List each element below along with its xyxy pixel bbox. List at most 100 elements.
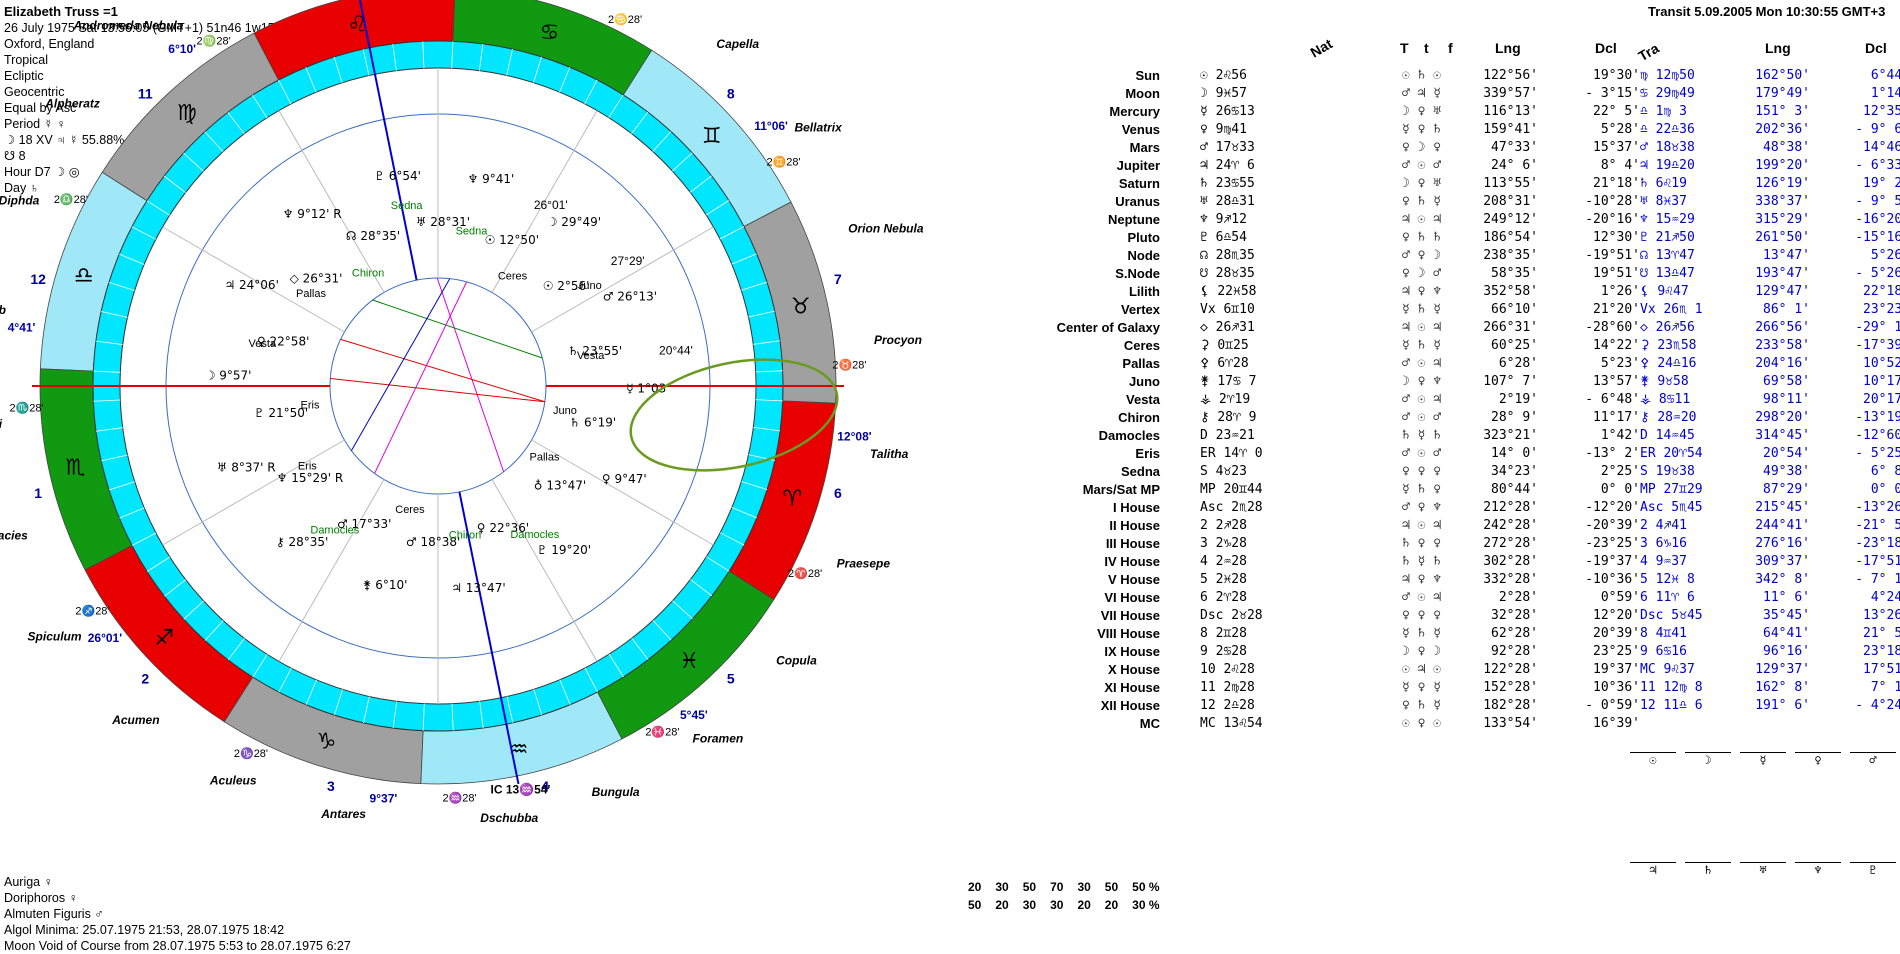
dignity-cell: ♃ [1630, 862, 1676, 877]
row-transit-lng: 69°58' [1763, 374, 1810, 389]
row-natal: ER 14♈ 0 [1200, 446, 1263, 461]
fixed-star-label: Copula [776, 653, 817, 667]
row-transit-dcl: 22°18' [1863, 284, 1900, 299]
row-rulers: ♀ ♀ ♀ [1402, 464, 1442, 479]
stat-value: 50 [968, 898, 982, 912]
row-natal: ☊ 28♏35 [1200, 248, 1255, 263]
ring-tick [305, 67, 317, 93]
ring-tick [506, 696, 514, 723]
row-rulers: ♀ ♄ ☿ [1402, 194, 1442, 209]
ring-tick [705, 200, 730, 216]
row-dcl: - 0°59' [1585, 698, 1640, 713]
row-name: Pallas [1122, 356, 1160, 371]
row-transit: ⚵ 9♉58 [1640, 374, 1689, 389]
sign-glyph: ♊ [702, 124, 722, 149]
ring-tick [93, 399, 121, 402]
row-transit-dcl: - 9° 5' [1855, 194, 1900, 209]
natal-planet-label: ♆ 9°41' [468, 172, 515, 186]
row-lng: 159°41' [1483, 122, 1538, 137]
row-lng: 323°21' [1483, 428, 1538, 443]
fixed-star-label: Facies [0, 529, 28, 543]
col-t2-header: t [1424, 40, 1429, 56]
row-lng: 186°54' [1483, 230, 1538, 245]
row-lng: 32°28' [1491, 608, 1538, 623]
row-dcl: 5°28' [1600, 122, 1640, 137]
row-name: MC [1139, 716, 1160, 731]
row-name: Lilith [1128, 284, 1160, 299]
row-lng: 266°31' [1483, 320, 1538, 335]
ring-tick [164, 579, 187, 597]
ring-tick [278, 667, 292, 693]
row-rulers: ☽ ♀ ♅ [1402, 104, 1442, 119]
stat-value: 20 [995, 898, 1009, 912]
row-rulers: ♃ ☉ ♃ [1402, 320, 1442, 335]
aspect-line [372, 299, 543, 359]
mc-axis [358, 0, 418, 281]
row-natal: ☉ 2♌56 [1200, 68, 1247, 83]
house-cusp-line [491, 479, 598, 662]
natal-planet-label: ♅ 8°37' R [217, 460, 276, 474]
row-natal: ⚴ 6♈28 [1200, 356, 1249, 371]
stat-value: 20 [968, 880, 982, 894]
row-natal: ♃ 24♈ 6 [1200, 158, 1255, 173]
row-transit-lng: 199°20' [1755, 158, 1810, 173]
row-transit-lng: 64°41' [1763, 626, 1810, 641]
house-number: 3 [327, 778, 335, 794]
row-transit-dcl: 21° 5' [1863, 626, 1900, 641]
row-transit-lng: 48°38' [1763, 140, 1810, 155]
row-transit-lng: 266°56' [1755, 320, 1810, 335]
aspect-degree-label: 27°29' [611, 254, 645, 268]
house-cusp-label: 2♐28' [75, 604, 109, 617]
row-lng: 107° 7' [1483, 374, 1538, 389]
natal-planet-label: ☽ 29°49' [547, 215, 601, 229]
day-line: Day ♄ [4, 181, 40, 195]
fixed-star-label: Orion Nebula [848, 221, 924, 235]
chart-wheel[interactable]: ♈♉♊♋♌♍♎♏♐♑♒♓12♏28'22♐28'32♑28'42♒28'52♓2… [0, 0, 1000, 952]
row-natal: ♄ 23♋55 [1200, 176, 1255, 191]
dignity-cell: ♄ [1685, 862, 1731, 877]
row-transit: 9 6♋16 [1640, 644, 1687, 659]
row-dcl: 22° 5' [1593, 104, 1640, 119]
row-transit: 4 9♒37 [1640, 554, 1687, 569]
ring-tick [227, 112, 245, 135]
row-dcl: 19°37' [1593, 662, 1640, 677]
fixed-star-label: Markab [0, 303, 6, 317]
natal-planet-label: ♃ 24°06' [224, 278, 278, 292]
row-natal: 12 2♎28 [1200, 698, 1255, 713]
outer-degree-label: 12°08' [837, 430, 871, 444]
row-lng: 92°28' [1491, 644, 1538, 659]
row-transit-dcl: 13°26' [1863, 608, 1900, 623]
row-transit-lng: 315°29' [1755, 212, 1810, 227]
natal-planet-label: ⚷ 28°35' [276, 535, 328, 549]
natal-planet-label: ♀ 22°58' [257, 335, 309, 349]
stat-value: 20 [1077, 898, 1091, 912]
row-natal: S 4♉23 [1200, 464, 1247, 479]
row-natal: 8 2♊28 [1200, 626, 1247, 641]
fixed-star-label: Capella [716, 37, 759, 51]
row-transit: D 14♒45 [1640, 428, 1695, 443]
row-transit-dcl: 23°18' [1863, 644, 1900, 659]
row-name: S.Node [1115, 266, 1160, 281]
row-transit-dcl: 17°51' [1863, 662, 1900, 677]
row-name: VIII House [1097, 626, 1160, 641]
ring-tick [584, 79, 598, 105]
row-lng: 182°28' [1483, 698, 1538, 713]
sign-glyph: ♓ [679, 649, 699, 674]
point-label: Chiron [352, 267, 384, 279]
row-transit: S 19♉38 [1640, 464, 1695, 479]
row-transit-dcl: 23°23' [1863, 302, 1900, 317]
row-name: Center of Galaxy [1056, 320, 1160, 335]
ring-tick [753, 340, 781, 345]
row-transit: ♍ 12♍50 [1640, 68, 1695, 83]
row-transit-lng: 233°58' [1755, 338, 1810, 353]
row-name: Neptune [1108, 212, 1160, 227]
row-natal: ☽ 9♓57 [1200, 86, 1247, 101]
ring-tick [706, 556, 730, 572]
ring-tick [333, 56, 343, 83]
moon-phase-line: ☽ 18 XV ♃ ☿ 55.88% [4, 133, 125, 147]
row-transit-lng: 179°49' [1755, 86, 1810, 101]
row-transit: 2 4♐41 [1640, 518, 1687, 533]
zodiac-type: Tropical [4, 53, 48, 67]
row-rulers: ♂ ☉ ♂ [1402, 446, 1442, 461]
ring-tick [334, 689, 343, 716]
